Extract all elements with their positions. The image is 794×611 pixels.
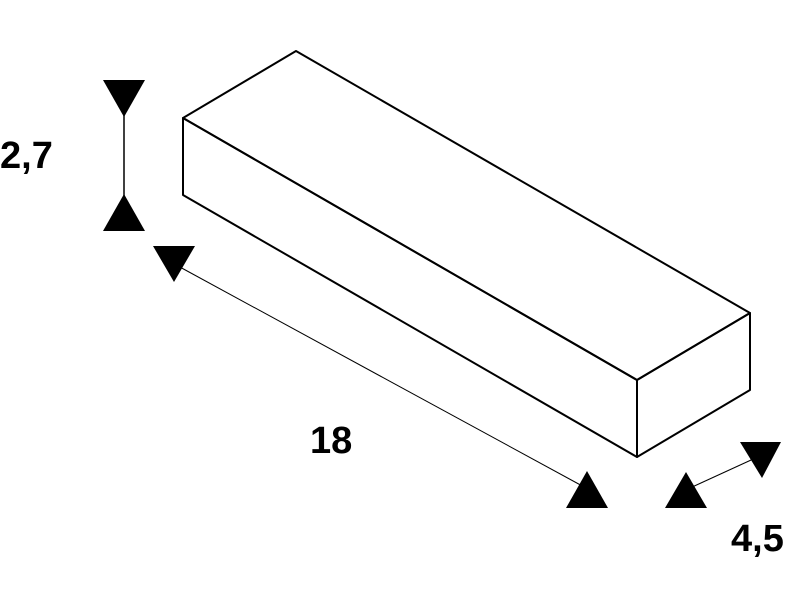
length-arrow-up-icon <box>566 471 608 508</box>
width-dimension <box>665 442 781 508</box>
height-label: 2,7 <box>0 135 53 177</box>
width-arrow-up-icon <box>665 472 707 508</box>
height-dimension <box>103 80 145 231</box>
length-label: 18 <box>310 420 352 462</box>
length-arrow-down-icon <box>153 246 195 282</box>
box-end-face <box>636 312 751 458</box>
length-dimension-line <box>177 265 587 489</box>
height-arrow-down-icon <box>103 80 145 117</box>
width-dimension-line <box>689 454 763 489</box>
box-top-face <box>182 50 751 381</box>
width-label: 4,5 <box>731 518 784 560</box>
box-front-face <box>182 117 638 458</box>
box-prism <box>182 50 751 458</box>
width-arrow-down-icon <box>740 442 781 478</box>
height-arrow-up-icon <box>103 194 145 231</box>
length-dimension <box>153 246 608 508</box>
